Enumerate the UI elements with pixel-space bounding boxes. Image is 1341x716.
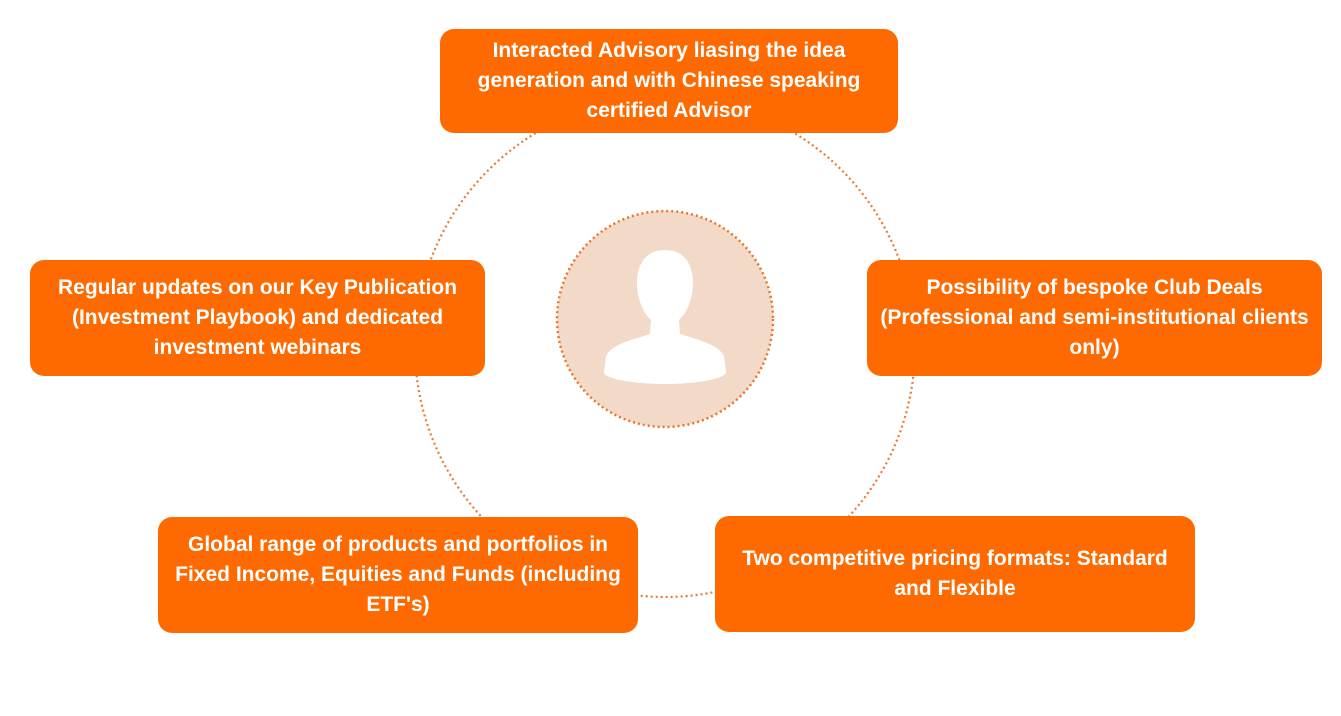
feature-text-products: Global range of products and portfolios …	[175, 533, 621, 616]
feature-text-pricing: Two competitive pricing formats: Standar…	[742, 547, 1168, 600]
center-avatar	[555, 209, 775, 429]
person-silhouette-icon	[604, 250, 726, 384]
feature-text-advisory: Interacted Advisory liasing the idea gen…	[477, 39, 861, 122]
feature-box-products: Global range of products and portfolios …	[158, 517, 638, 633]
feature-box-pricing: Two competitive pricing formats: Standar…	[715, 516, 1195, 632]
feature-box-advisory: Interacted Advisory liasing the idea gen…	[440, 29, 898, 133]
feature-box-publications: Regular updates on our Key Publication (…	[30, 260, 485, 376]
feature-text-publications: Regular updates on our Key Publication (…	[57, 276, 458, 359]
feature-text-club-deals: Possibility of bespoke Club Deals (Profe…	[880, 276, 1309, 359]
feature-box-club-deals: Possibility of bespoke Club Deals (Profe…	[867, 260, 1322, 376]
